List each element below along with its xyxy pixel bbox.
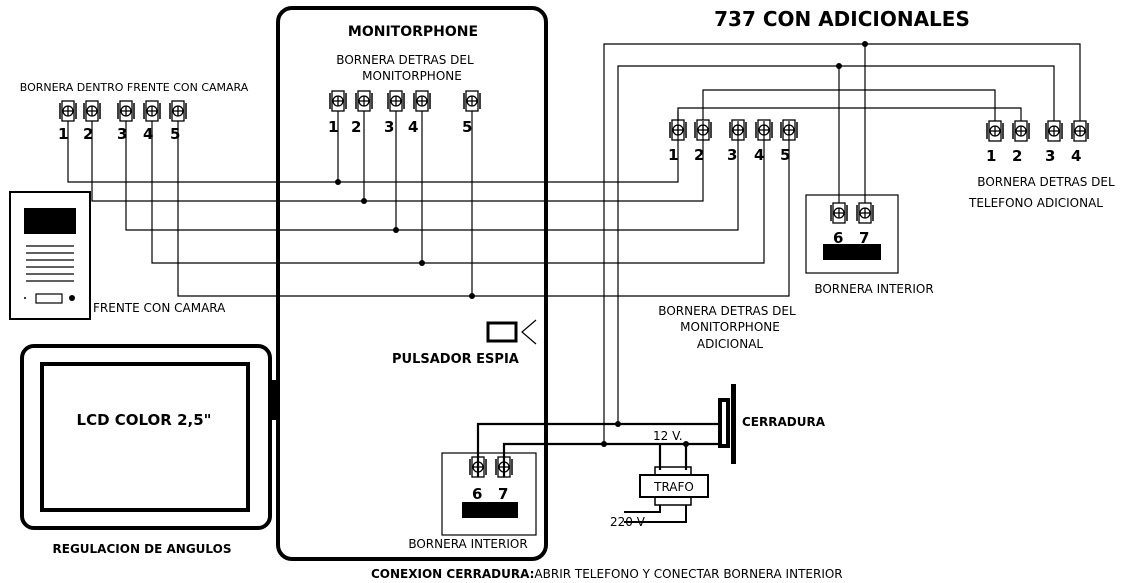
camera-terminal-5: 5: [170, 125, 180, 143]
additional-monitor-terminal-1: 1: [668, 146, 678, 164]
camera-speaker-grille: [26, 245, 74, 282]
camera-front-label: FRENTE CON CAMARA: [93, 301, 226, 315]
camera-terminal-3: 3: [117, 125, 127, 143]
inner-terminal-6: 6: [833, 229, 843, 247]
camera-terminal-1: 1: [58, 125, 68, 143]
footer-bold: CONEXION CERRADURA:: [371, 567, 534, 581]
inner-box-label: BORNERA INTERIOR: [814, 282, 933, 296]
diagram-title: 737 CON ADICIONALES: [714, 7, 970, 31]
monitor-inner-black-bar: [462, 502, 518, 518]
additional-monitor-label-1: BORNERA DETRAS DEL: [658, 304, 796, 318]
monitor-terminal-5: 5: [462, 118, 472, 136]
monitor-inner-terminal-6: 6: [472, 485, 482, 503]
additional-phone-terminal-4: 4: [1071, 147, 1081, 165]
lcd-hinge: [270, 380, 277, 420]
monitor-inner-terminal-box: [441, 452, 537, 536]
mains-wires: [624, 505, 687, 523]
footer-text: ABRIR TELEFONO Y CONECTAR BORNERA INTERI…: [534, 567, 842, 581]
additional-monitor-label-2: MONITORPHONE: [680, 320, 780, 334]
lcd-caption: REGULACION DE ANGULOS: [53, 542, 232, 556]
inner-terminal-box: [805, 194, 899, 274]
transformer-label: TRAFO: [653, 480, 694, 494]
monitor-terminal-label-2: MONITORPHONE: [362, 69, 462, 83]
additional-monitor-label-3: ADICIONAL: [697, 337, 764, 351]
camera-terminal-block: [59, 100, 187, 122]
footer-note: CONEXION CERRADURA:ABRIR TELEFONO Y CONE…: [371, 567, 843, 581]
lock-voltage: 12 V.: [653, 429, 683, 443]
monitor-terminal-3: 3: [384, 118, 394, 136]
camera-lens-window: [24, 208, 76, 234]
spy-button-arrow-icon: [521, 319, 537, 345]
additional-monitor-terminal-block: [669, 119, 798, 141]
additional-monitor-terminal-3: 3: [727, 146, 737, 164]
additional-phone-label-1: BORNERA DETRAS DEL: [977, 175, 1115, 189]
camera-call-button[interactable]: [35, 293, 63, 304]
lcd-screen: [40, 362, 250, 512]
lcd-screen-frame: [20, 344, 272, 530]
spy-button[interactable]: [486, 321, 518, 343]
mains-label: 220 V: [610, 515, 646, 529]
monitor-inner-label: BORNERA INTERIOR: [408, 537, 527, 551]
monitor-terminal-2: 2: [351, 118, 361, 136]
additional-monitor-terminal-5: 5: [780, 146, 790, 164]
lock-wires: [476, 422, 718, 477]
inner-black-bar: [823, 244, 881, 260]
monitorphone-title: MONITORPHONE: [348, 24, 478, 40]
additional-phone-terminal-2: 2: [1012, 147, 1022, 165]
camera-terminal-2: 2: [83, 125, 93, 143]
camera-terminal-4: 4: [143, 125, 153, 143]
camera-terminal-label: BORNERA DENTRO FRENTE CON CAMARA: [20, 81, 249, 94]
bus-wires: [67, 111, 790, 297]
monitor-terminal-1: 1: [328, 118, 338, 136]
monitor-terminal-label-1: BORNERA DETRAS DEL: [336, 53, 474, 67]
monitor-terminal-block: [329, 90, 481, 112]
additional-phone-terminal-3: 3: [1045, 147, 1055, 165]
camera-led-icon: [69, 295, 75, 301]
lcd-label: LCD COLOR 2,5": [77, 411, 212, 429]
lock-label: CERRADURA: [742, 415, 826, 429]
spy-button-label: PULSADOR ESPIA: [392, 352, 519, 367]
transformer-bottom-plate: [654, 496, 692, 506]
interconnect-junction-dots: [601, 41, 868, 447]
camera-front-panel: [9, 191, 91, 320]
monitor-terminal-4: 4: [408, 118, 418, 136]
bus-junction-dots: [335, 179, 475, 299]
additional-phone-label-2: TELEFONO ADICIONAL: [968, 196, 1103, 210]
additional-monitor-terminal-4: 4: [754, 146, 764, 164]
lock-icon: [718, 384, 736, 464]
additional-phone-terminal-block: [986, 120, 1089, 142]
monitor-inner-terminal-7: 7: [498, 485, 508, 503]
additional-phone-terminal-1: 1: [986, 147, 996, 165]
inner-terminal-7: 7: [859, 229, 869, 247]
monitorphone-body: [276, 6, 548, 561]
additional-monitor-terminal-2: 2: [694, 146, 704, 164]
